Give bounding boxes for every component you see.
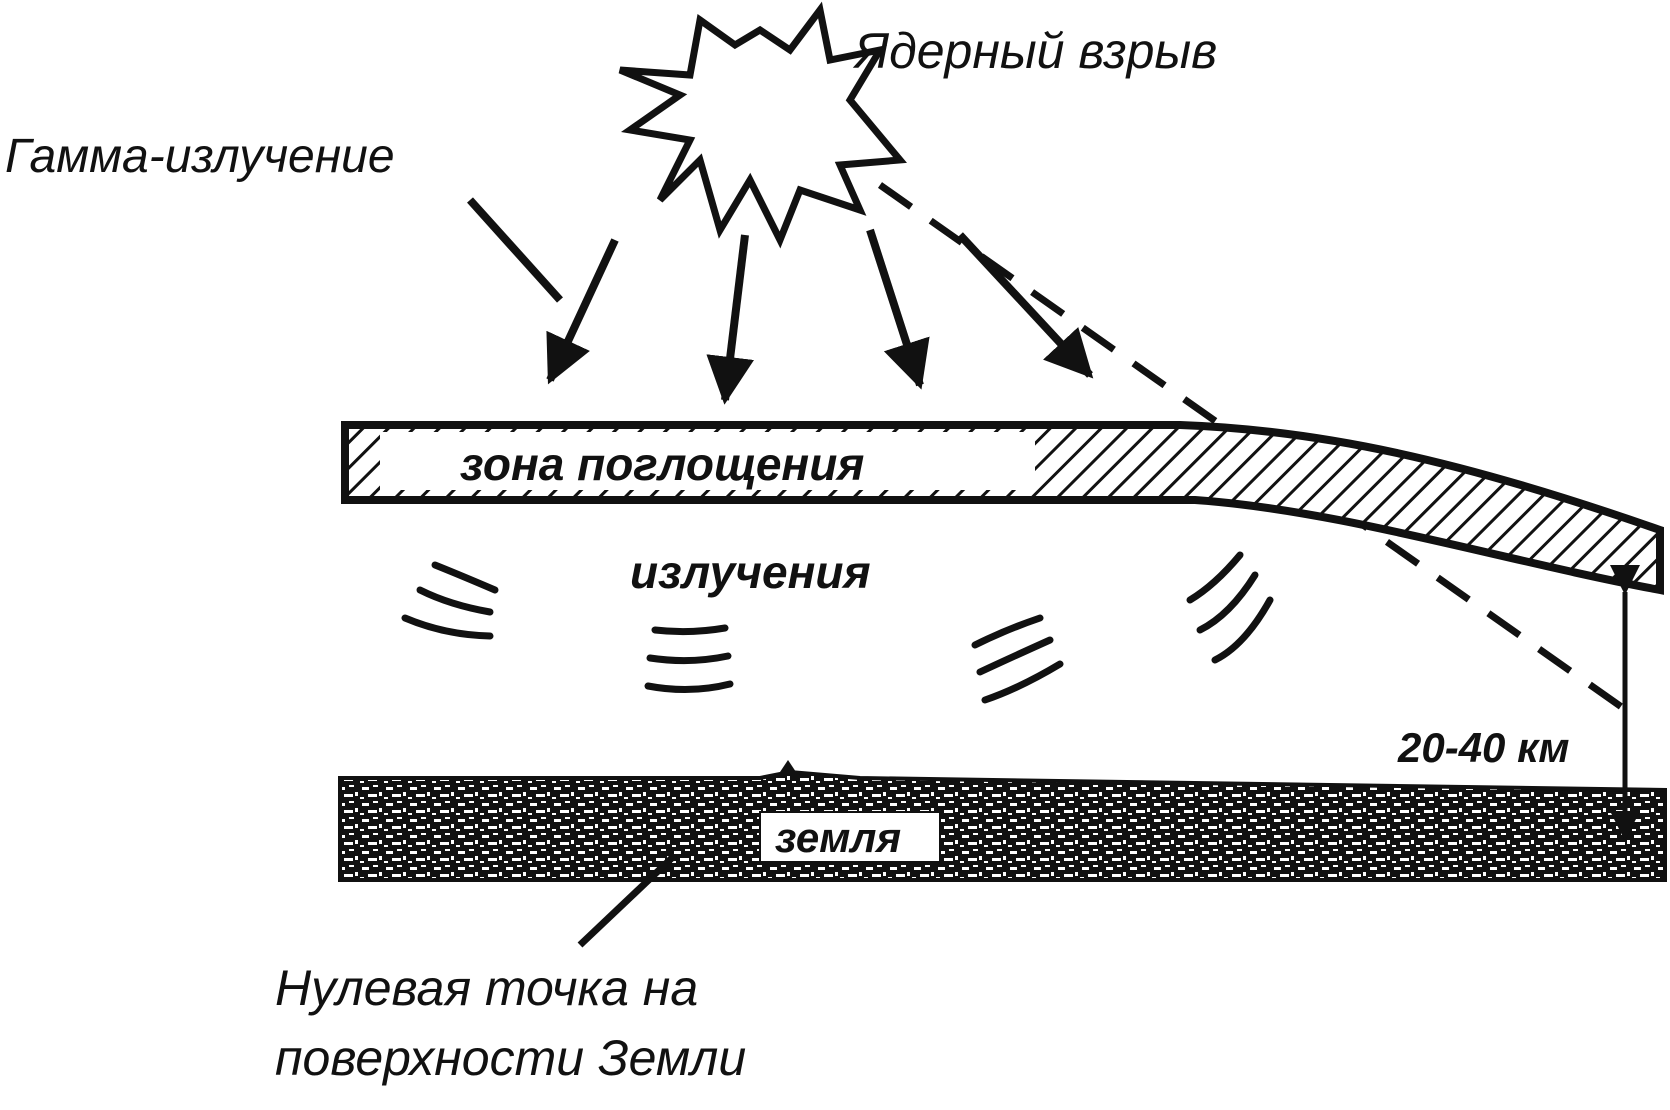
- zero-point-label-line1: Нулевая точка на: [275, 960, 698, 1016]
- gamma-ray-3: [866, 228, 930, 390]
- gamma-ray-2: [706, 234, 755, 405]
- ground-label-bg: [759, 811, 941, 863]
- wave-group-4: [1186, 551, 1274, 664]
- zero-point-marker: [778, 760, 798, 775]
- wave-group-2: [644, 624, 734, 694]
- wave-group-3: [971, 614, 1064, 704]
- absorption-label-bg: [380, 432, 1035, 490]
- absorption-label-line2: излучения: [630, 546, 871, 598]
- explosion-label: Ядерный взрыв: [852, 23, 1217, 79]
- zero-point-pointer: [577, 852, 678, 948]
- explosion-burst-icon: [618, 1, 907, 249]
- radiation-waves: [401, 551, 1274, 704]
- gamma-label-pointer: [467, 197, 563, 303]
- ground-label: земля: [775, 814, 901, 861]
- gamma-ray-arrows: [546, 228, 1094, 405]
- wave-group-1: [401, 561, 499, 640]
- zero-point-label-line2: поверхности Земли: [275, 1030, 746, 1086]
- absorption-label-line1: зона поглощения: [460, 438, 864, 490]
- distance-label: 20-40 км: [1397, 724, 1569, 771]
- gamma-label: Гамма-излучение: [5, 130, 395, 183]
- gamma-ray-4: [957, 232, 1094, 379]
- ground-strip: [338, 769, 1667, 882]
- gamma-ray-1: [546, 238, 619, 385]
